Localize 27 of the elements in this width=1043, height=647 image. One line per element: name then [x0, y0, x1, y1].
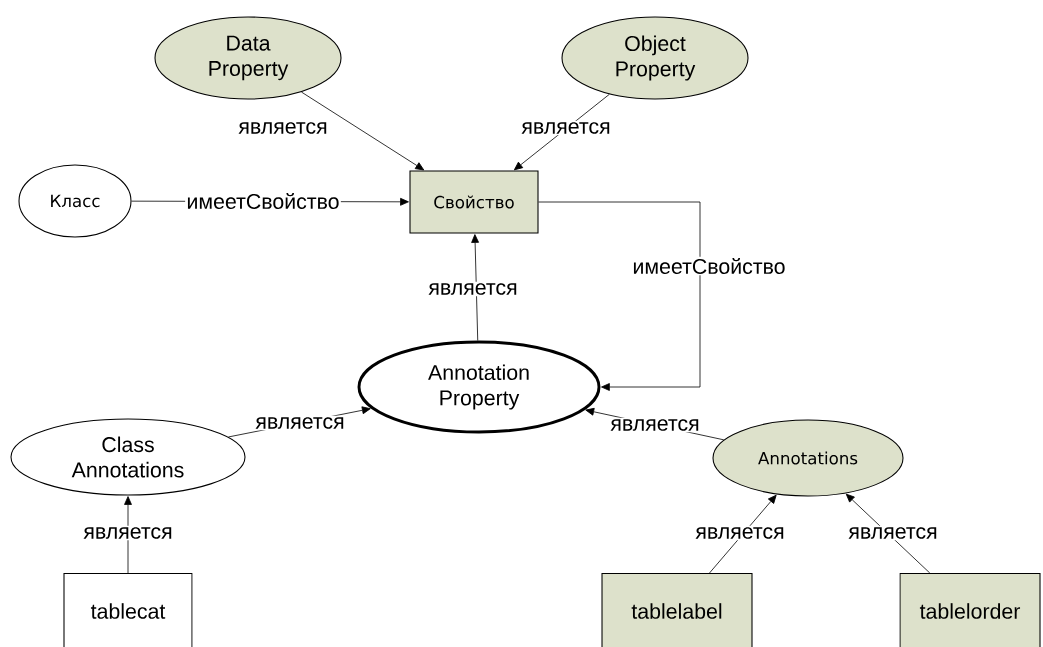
edge-label: является	[520, 120, 612, 136]
arrow	[124, 496, 132, 574]
arrow	[538, 201, 701, 391]
ellipse-node: Class Annotations	[10, 418, 246, 496]
edge-label: является	[694, 525, 786, 541]
box-node: Свойство	[409, 170, 539, 234]
box-node: tablelabel	[601, 572, 753, 647]
ellipse-node: Класс	[18, 164, 132, 238]
ellipse-node: Annotations	[712, 419, 904, 497]
edge-label: является	[847, 525, 939, 541]
ellipse-node: Object Property	[561, 16, 749, 100]
edge-label: является	[237, 120, 329, 136]
edge-label: имеетСвойство	[185, 191, 341, 211]
arrow	[471, 234, 479, 341]
edge-label: имеетСвойство	[631, 256, 787, 276]
box-node: tablelorder	[899, 572, 1041, 647]
ellipse-node: Annotation Property	[357, 340, 601, 434]
edge-label: является	[427, 281, 519, 297]
box-node: tablecat	[63, 572, 193, 647]
ellipse-node: Data Property	[154, 16, 342, 100]
arrow	[301, 91, 425, 171]
edge-label: является	[254, 415, 346, 431]
arrow	[514, 93, 610, 171]
edge-label: является	[609, 417, 701, 433]
edge-label: является	[82, 525, 174, 541]
arrow	[709, 494, 777, 574]
arrow	[845, 493, 931, 574]
